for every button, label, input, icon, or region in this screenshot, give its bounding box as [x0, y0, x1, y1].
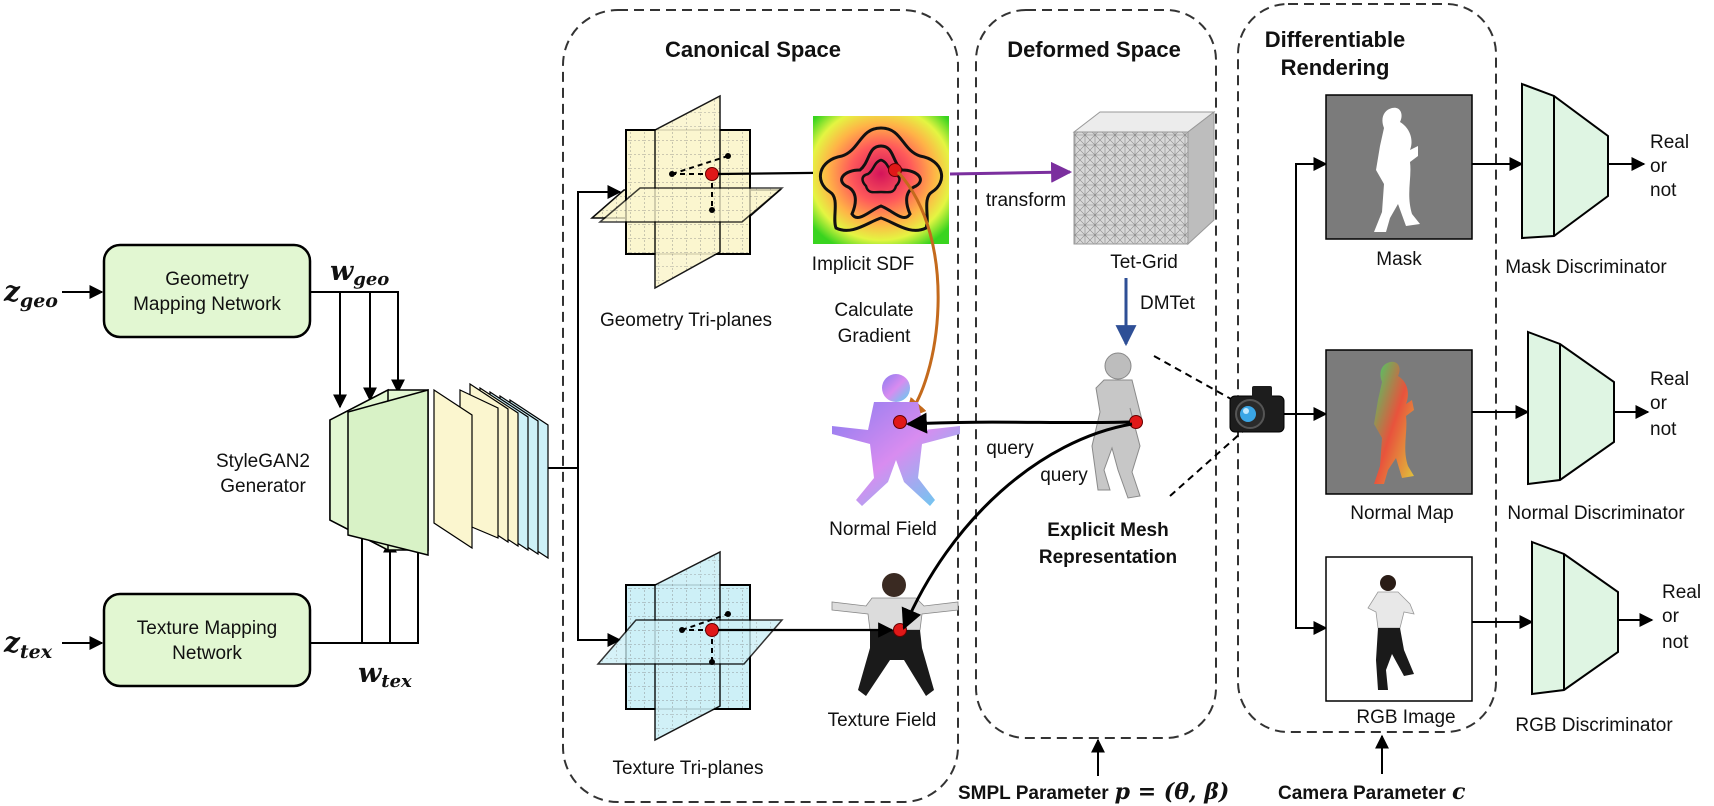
normal-out-line2: or: [1650, 393, 1668, 414]
arrow-calc-gradient: [896, 170, 940, 420]
deformed-space-title: Deformed Space: [1007, 37, 1181, 62]
mask-discriminator-label: Mask Discriminator: [1505, 257, 1667, 278]
canonical-space-title: Canonical Space: [665, 37, 841, 62]
tet-grid-label: Tet-Grid: [1110, 252, 1178, 273]
z-geo-input: zgeo: [3, 275, 58, 312]
tet-grid-cube: Tet-Grid: [1072, 110, 1216, 273]
diff-rendering-title-line2: Rendering: [1281, 55, 1390, 80]
arrow-query-normal: [905, 412, 1131, 434]
differentiable-rendering-box: [1237, 3, 1497, 733]
stylegan2-generator: StyleGAN2 Generator: [216, 388, 429, 556]
geo-style-arrows: [310, 291, 405, 409]
normal-out-line1: Real: [1650, 369, 1689, 390]
query-label-1: query: [986, 438, 1034, 459]
canonical-space-box: [562, 9, 959, 803]
mask-out-line2: or: [1650, 156, 1668, 177]
calc-gradient-line2: Gradient: [838, 326, 912, 347]
explicit-mesh-line2: Representation: [1039, 547, 1177, 568]
diff-rendering-title-line1: Differentiable: [1265, 27, 1406, 52]
rgb-image-render: RGB Image: [1325, 556, 1473, 728]
rgb-out-line3: not: [1662, 632, 1689, 653]
explicit-mesh-figure: [1091, 352, 1143, 499]
camera-ray-top: [1153, 355, 1241, 405]
texture-field-figure: Texture Field: [828, 573, 959, 731]
geometry-triplanes-label: Geometry Tri-planes: [600, 310, 772, 331]
explicit-mesh-line1: Explicit Mesh: [1047, 520, 1168, 541]
geo-mapping-line2: Mapping Network: [133, 294, 281, 315]
geometry-triplanes: Geometry Tri-planes: [590, 94, 785, 331]
normal-discriminator: Normal Discriminator: [1507, 330, 1685, 524]
svg-text:ztex: ztex: [3, 626, 53, 663]
render-to-disc-arrows: [1472, 157, 1534, 629]
svg-text:zgeo: zgeo: [3, 275, 58, 312]
texture-mapping-network: Texture Mapping Network: [102, 592, 312, 688]
arrow-transform: [949, 161, 1073, 183]
normal-map-label: Normal Map: [1350, 503, 1453, 524]
rgb-discriminator-label: RGB Discriminator: [1515, 715, 1673, 736]
normal-field-figure: Normal Field: [829, 374, 960, 540]
rgb-out-line1: Real: [1662, 582, 1701, 603]
normal-discriminator-label: Normal Discriminator: [1507, 503, 1685, 524]
tex-style-arrows: [310, 523, 425, 644]
texture-triplanes-label: Texture Tri-planes: [612, 758, 763, 779]
mask-out-line3: not: [1650, 180, 1677, 201]
geometry-mapping-network: Geometry Mapping Network: [102, 243, 312, 339]
render-branch-arrows: [1284, 157, 1328, 635]
w-tex-label: wtex: [358, 658, 412, 692]
tex-mapping-line2: Network: [172, 643, 242, 664]
texture-triplanes: Texture Tri-planes: [596, 550, 784, 779]
rgb-image-label: RGB Image: [1356, 707, 1455, 728]
feature-map-stack: [433, 382, 549, 560]
generator-line2: Generator: [220, 476, 306, 497]
geo-mapping-line1: Geometry: [165, 269, 249, 290]
mask-discriminator: Mask Discriminator: [1505, 82, 1667, 278]
rgb-out-line2: or: [1662, 606, 1680, 627]
dmtet-label: DMTet: [1140, 293, 1196, 314]
implicit-sdf: Implicit SDF: [812, 116, 949, 275]
w-geo-label: wgeo: [330, 256, 389, 290]
triplane-split-arrows: [548, 185, 622, 647]
implicit-sdf-label: Implicit SDF: [812, 254, 914, 275]
deformed-space-box: [975, 9, 1217, 739]
z-tex-input: ztex: [3, 626, 53, 663]
tex-mapping-line1: Texture Mapping: [137, 618, 277, 639]
mask-label: Mask: [1376, 249, 1422, 270]
generator-line1: StyleGAN2: [216, 451, 310, 472]
camera-ray-bottom: [1169, 431, 1243, 497]
texture-field-label: Texture Field: [828, 710, 937, 731]
camera-icon: [1229, 386, 1285, 433]
normal-out-line3: not: [1650, 419, 1677, 440]
mask-render: Mask: [1325, 94, 1473, 270]
mask-out-line1: Real: [1650, 132, 1689, 153]
rgb-discriminator: RGB Discriminator: [1515, 540, 1673, 736]
normal-field-label: Normal Field: [829, 519, 937, 540]
query-label-2: query: [1040, 465, 1088, 486]
normal-map-render: Normal Map: [1325, 349, 1473, 524]
transform-label: transform: [986, 190, 1066, 211]
arrow-query-texture: [901, 422, 1133, 630]
calc-gradient-line1: Calculate: [834, 300, 913, 321]
